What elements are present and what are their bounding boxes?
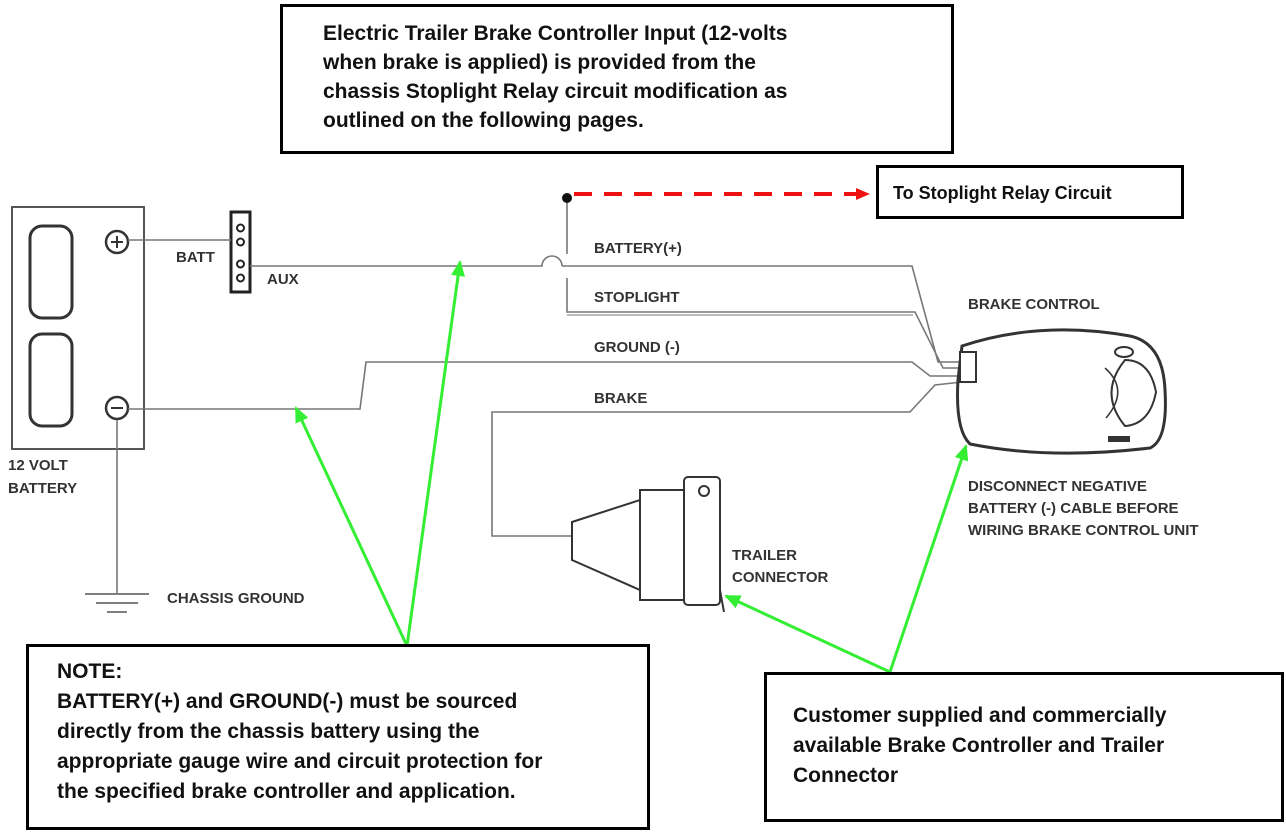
disconnect-warning-line1: DISCONNECT NEGATIVE xyxy=(968,478,1147,495)
customer-line: Connector xyxy=(793,764,898,787)
battery-label-line1: 12 VOLT xyxy=(8,457,68,474)
chassis-ground-icon xyxy=(85,593,149,613)
callout-line: when brake is applied) is provided from … xyxy=(323,51,756,74)
arrow-to-aux-wire xyxy=(405,260,466,647)
customer-supplied-callout: Customer supplied and commercially avail… xyxy=(764,672,1284,822)
disconnect-warning-line2: BATTERY (-) CABLE BEFORE xyxy=(968,500,1179,517)
brake-control-unit-icon xyxy=(956,328,1167,455)
wire-stoplight-label: STOPLIGHT xyxy=(594,289,680,306)
arrow-to-trailer-connector xyxy=(724,594,891,674)
batt-label: BATT xyxy=(176,249,215,266)
note-line: appropriate gauge wire and circuit prote… xyxy=(57,750,543,773)
stoplight-relay-text: To Stoplight Relay Circuit xyxy=(893,183,1112,203)
circuit-breaker-symbol xyxy=(229,210,252,294)
note-callout: NOTE: BATTERY(+) and GROUND(-) must be s… xyxy=(26,644,650,830)
customer-line: available Brake Controller and Trailer xyxy=(793,734,1165,757)
callout-line: Electric Trailer Brake Controller Input … xyxy=(323,22,788,45)
callout-line: outlined on the following pages. xyxy=(323,109,644,132)
brake-control-label: BRAKE CONTROL xyxy=(968,296,1100,313)
wiring xyxy=(116,198,963,593)
trailer-connector-icon xyxy=(571,476,725,613)
customer-line: Customer supplied and commercially xyxy=(793,704,1167,727)
stoplight-relay-callout: To Stoplight Relay Circuit xyxy=(876,165,1184,219)
arrow-to-ground-wire xyxy=(294,406,409,647)
wire-ground-label: GROUND (-) xyxy=(594,339,680,356)
chassis-ground-label: CHASSIS GROUND xyxy=(167,590,305,607)
junction-dot xyxy=(562,193,572,203)
note-line: NOTE: xyxy=(57,660,123,683)
disconnect-warning-line3: WIRING BRAKE CONTROL UNIT xyxy=(968,522,1199,539)
note-line: directly from the chassis battery using … xyxy=(57,720,480,743)
note-line: BATTERY(+) and GROUND(-) must be sourced xyxy=(57,690,518,713)
callout-line: chassis Stoplight Relay circuit modifica… xyxy=(323,80,788,103)
aux-label: AUX xyxy=(267,271,299,288)
battery-label-line2: BATTERY xyxy=(8,480,78,497)
wire-brake-label: BRAKE xyxy=(594,390,648,407)
arrow-to-brake-control xyxy=(888,444,969,673)
trailer-connector-label-line2: CONNECTOR xyxy=(732,569,829,586)
controller-input-callout: Electric Trailer Brake Controller Input … xyxy=(280,4,954,154)
wire-battery-label: BATTERY(+) xyxy=(594,240,682,257)
note-line: the specified brake controller and appli… xyxy=(57,780,516,803)
trailer-connector-label-line1: TRAILER xyxy=(732,547,797,564)
callout-arrows xyxy=(294,260,969,674)
battery-symbol xyxy=(11,206,145,450)
